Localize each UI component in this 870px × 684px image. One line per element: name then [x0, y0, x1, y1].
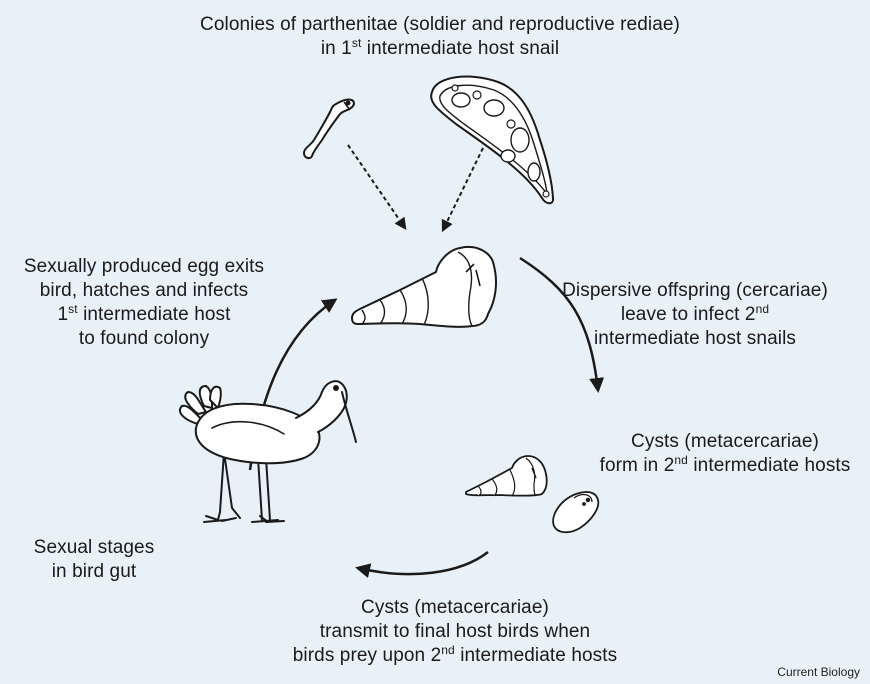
dispersive-label-line1: Dispersive offspring (cercariae) [560, 279, 830, 303]
snail-icon [352, 247, 496, 327]
journal-credit: Current Biology [777, 665, 860, 679]
cycle-arrow-hosts-to-bird [358, 552, 488, 574]
colonies-label-line1: Colonies of parthenitae (soldier and rep… [140, 13, 740, 37]
dashed-arrow-right [443, 148, 483, 230]
colonies-label-line2: in 1st intermediate host snail [140, 37, 740, 61]
dispersive-label-line3: intermediate host snails [560, 327, 830, 351]
second-host-snail-icon [466, 456, 547, 496]
cyst-icon [553, 492, 598, 532]
sexual-stages-label-line1: Sexual stages [14, 536, 174, 560]
dispersive-label-line2: leave to infect 2nd [560, 303, 830, 327]
shorebird-icon [180, 381, 356, 522]
transmit-label-line3: birds prey upon 2nd intermediate hosts [235, 644, 675, 668]
egg-label-line3: 1st intermediate host [14, 303, 274, 327]
egg-label-line1: Sexually produced egg exits [14, 255, 274, 279]
cysts-form-label-line2: form in 2nd intermediate hosts [580, 454, 870, 478]
transmit-label: Cysts (metacercariae) transmit to final … [235, 596, 675, 668]
egg-label-line4: to found colony [14, 327, 274, 351]
egg-label: Sexually produced egg exits bird, hatche… [14, 255, 274, 351]
sexual-stages-label: Sexual stages in bird gut [14, 536, 174, 584]
cysts-form-label-line1: Cysts (metacercariae) [580, 430, 870, 454]
dashed-arrow-left [348, 145, 405, 228]
soldier-redia-icon [304, 100, 354, 159]
dispersive-label: Dispersive offspring (cercariae) leave t… [560, 279, 830, 351]
sexual-stages-label-line2: in bird gut [14, 560, 174, 584]
reproductive-redia-icon [431, 77, 553, 204]
transmit-label-line1: Cysts (metacercariae) [235, 596, 675, 620]
cysts-form-label: Cysts (metacercariae) form in 2nd interm… [580, 430, 870, 478]
colonies-label: Colonies of parthenitae (soldier and rep… [140, 13, 740, 61]
egg-label-line2: bird, hatches and infects [14, 279, 274, 303]
transmit-label-line2: transmit to final host birds when [235, 620, 675, 644]
